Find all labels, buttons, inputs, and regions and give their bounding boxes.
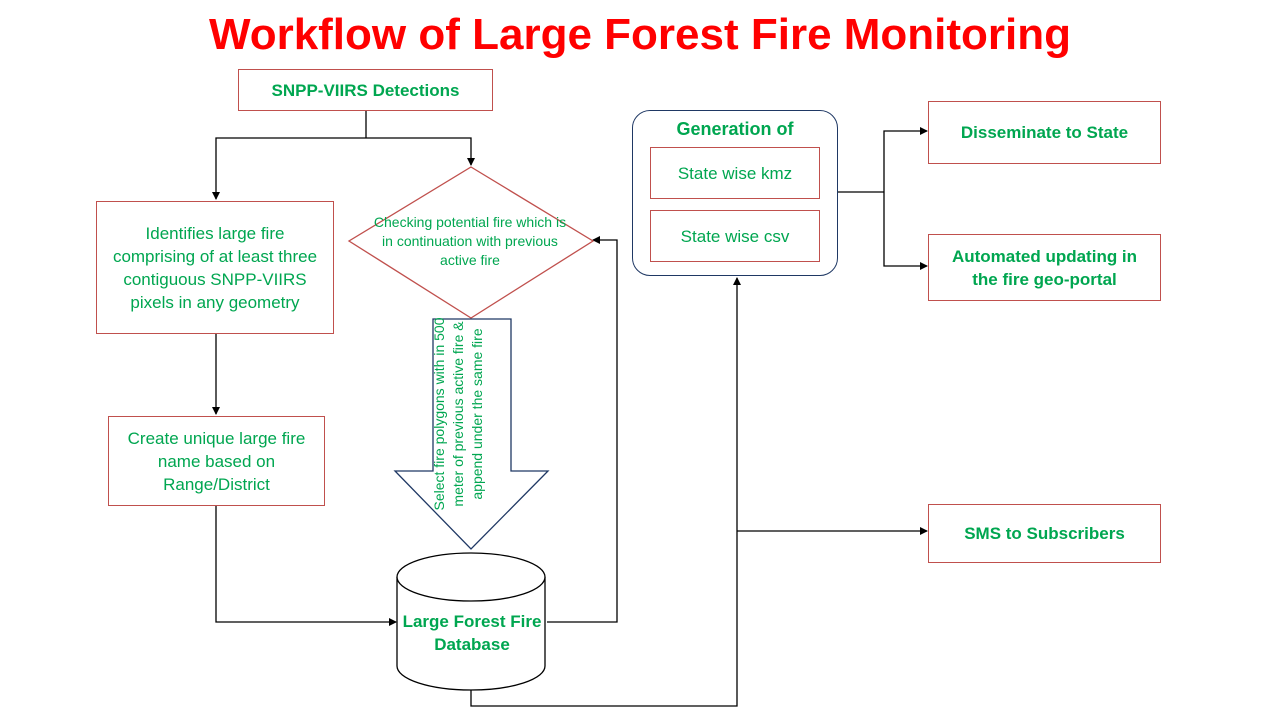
database-label: Large Forest Fire Database — [402, 612, 542, 654]
connector-database-to-generation — [470, 277, 741, 707]
node-create-fire-name-label: Create unique large fire name based on R… — [127, 428, 306, 494]
decision-label: Checking potential fire which is in cont… — [373, 214, 567, 268]
node-snpp-detections: SNPP-VIIRS Detections — [238, 69, 493, 111]
node-state-csv-label: State wise csv — [680, 226, 790, 246]
generation-title: Generation of — [676, 119, 794, 139]
page-title: Workflow of Large Forest Fire Monitoring — [208, 10, 1072, 59]
node-create-fire-name: Create unique large fire name based on R… — [108, 416, 325, 506]
node-sms-subscribers: SMS to Subscribers — [928, 504, 1161, 563]
block-arrow-label: Select fire polygons with in 500 meter o… — [431, 317, 485, 511]
connector-snpp-to-identifies — [212, 137, 366, 200]
connector-to-disseminate — [883, 127, 928, 192]
connector-to-automated — [883, 192, 928, 270]
node-identifies-large-fire-label: Identifies large fire comprising of at l… — [112, 223, 318, 312]
decision-diamond — [347, 166, 595, 319]
node-state-kmz-label: State wise kmz — [677, 163, 793, 183]
node-state-csv: State wise csv — [650, 210, 820, 262]
connector-database-to-checking — [547, 236, 618, 623]
connector-create-to-database — [215, 505, 397, 626]
connector-snpp-to-checking — [366, 137, 475, 166]
database-cylinder — [396, 552, 546, 691]
node-identifies-large-fire: Identifies large fire comprising of at l… — [96, 201, 334, 334]
node-automated-updating-label: Automated updating in the fire geo-porta… — [951, 246, 1138, 289]
node-sms-subscribers-label: SMS to Subscribers — [964, 524, 1125, 543]
block-arrow-down — [393, 318, 550, 550]
node-snpp-detections-label: SNPP-VIIRS Detections — [271, 80, 460, 100]
node-automated-updating: Automated updating in the fire geo-porta… — [928, 234, 1161, 301]
node-state-kmz: State wise kmz — [650, 147, 820, 199]
node-disseminate-label: Disseminate to State — [960, 123, 1129, 142]
node-disseminate: Disseminate to State — [928, 101, 1161, 164]
